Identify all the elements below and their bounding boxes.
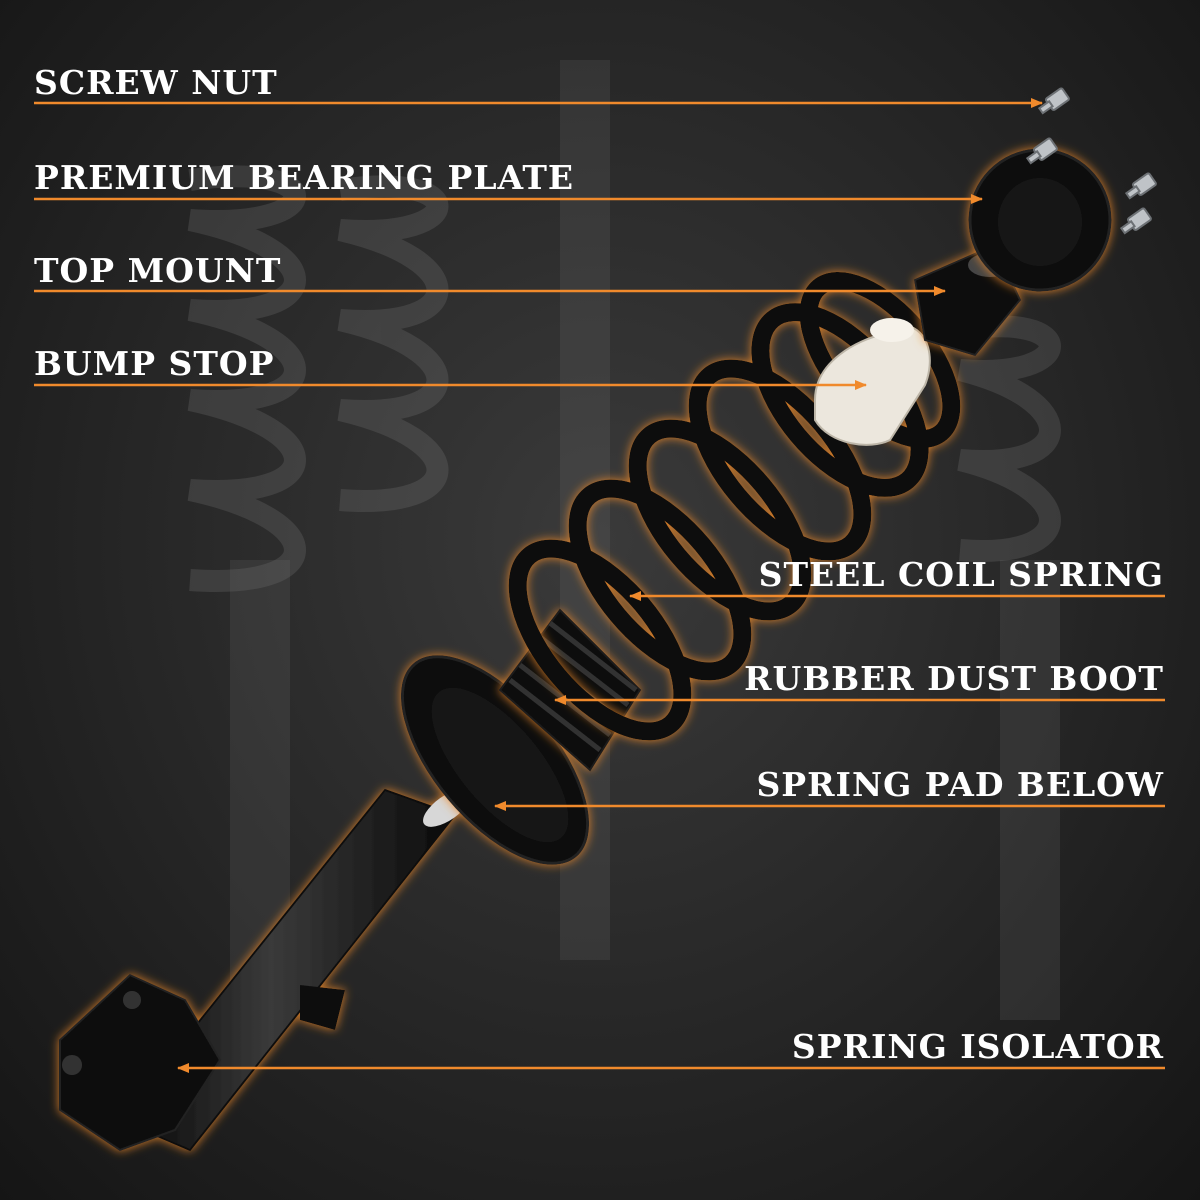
- label-dust-boot: RUBBER DUST BOOT: [744, 659, 1164, 698]
- callout-lines: [34, 98, 1165, 1073]
- background-silhouettes: [187, 165, 1061, 592]
- screw-nut-plate: [1025, 137, 1058, 165]
- shock-absorber-body: [59, 788, 471, 1152]
- screw-nut-side-a: [1124, 172, 1157, 200]
- label-screw-nut: SCREW NUT: [34, 63, 278, 102]
- label-bearing-plate: PREMIUM BEARING PLATE: [34, 158, 575, 197]
- label-bump-stop: BUMP STOP: [34, 344, 275, 383]
- label-spring-pad: SPRING PAD BELOW: [756, 765, 1164, 804]
- screw-nut-top: [1037, 87, 1070, 115]
- label-coil-spring: STEEL COIL SPRING: [758, 555, 1164, 594]
- label-top-mount: TOP MOUNT: [34, 251, 282, 290]
- bump-stop: [814, 318, 931, 446]
- bearing-plate: [968, 148, 1112, 292]
- screw-nuts: [1025, 87, 1157, 235]
- screw-nut-side-b: [1119, 207, 1152, 235]
- label-spring-isolator: SPRING ISOLATOR: [791, 1027, 1164, 1066]
